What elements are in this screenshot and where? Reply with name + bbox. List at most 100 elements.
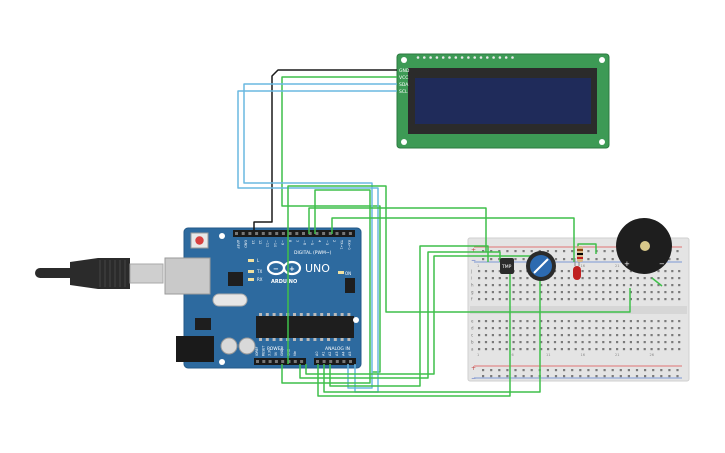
breadboard-hole bbox=[526, 320, 529, 323]
breadboard-hole bbox=[643, 298, 646, 301]
rail-minus-label: − bbox=[471, 375, 476, 382]
digital-pin-label: TX→1 bbox=[340, 239, 344, 249]
rail-hole bbox=[498, 250, 501, 253]
breadboard-hole bbox=[643, 291, 646, 294]
rail-hole bbox=[652, 369, 655, 372]
breadboard-hole bbox=[629, 284, 632, 287]
digital-pin-label: 2 bbox=[332, 240, 336, 242]
rail-hole bbox=[506, 375, 509, 378]
lcd-header-pins bbox=[416, 56, 514, 59]
rail-hole bbox=[490, 258, 493, 261]
breadboard-hole bbox=[581, 270, 584, 273]
lcd-header-pin bbox=[467, 56, 470, 59]
breadboard-hole bbox=[650, 284, 653, 287]
breadboard-hole bbox=[602, 327, 605, 330]
rail-hole bbox=[563, 369, 566, 372]
digital-pin-label: ~3 bbox=[325, 240, 329, 245]
chip-pin bbox=[327, 313, 330, 316]
arduino-uno-board[interactable]: − + UNO ARDUINO DIGITAL (PWM~) ANALOG IN… bbox=[164, 227, 362, 369]
breadboard-hole bbox=[505, 320, 508, 323]
lcd-module[interactable]: GND VCC SDA SCL bbox=[396, 53, 610, 149]
breadboard-hole bbox=[505, 277, 508, 280]
wire-d7-green[interactable] bbox=[308, 207, 487, 252]
header-pin bbox=[281, 232, 285, 235]
wire-a2-green[interactable] bbox=[329, 245, 489, 387]
breadboard-hole bbox=[491, 277, 494, 280]
rail-hole bbox=[490, 375, 493, 378]
breadboard-hole bbox=[650, 341, 653, 344]
usb-cable[interactable] bbox=[35, 258, 164, 289]
power-pin-label: IOREF bbox=[255, 346, 259, 356]
breadboard-center-channel bbox=[470, 306, 687, 314]
wire-buzzer-green[interactable] bbox=[651, 277, 663, 287]
analog-header[interactable] bbox=[314, 358, 356, 365]
wire-d3-green[interactable] bbox=[331, 217, 575, 262]
wire-lcd-sda-blue[interactable] bbox=[243, 83, 397, 389]
breadboard-hole bbox=[560, 348, 563, 351]
rail-hole bbox=[563, 250, 566, 253]
breadboard-hole bbox=[595, 277, 598, 280]
breadboard-hole bbox=[609, 298, 612, 301]
resistor[interactable] bbox=[577, 246, 583, 262]
wire-a0-green[interactable] bbox=[317, 268, 511, 397]
chip-pin bbox=[272, 338, 276, 341]
chip-pin bbox=[306, 338, 310, 341]
breadboard-hole bbox=[616, 348, 619, 351]
breadboard-hole bbox=[505, 327, 508, 330]
rail-hole bbox=[579, 369, 582, 372]
header-pin bbox=[268, 360, 272, 363]
lcd-header-pin bbox=[435, 56, 439, 59]
breadboard-hole bbox=[581, 341, 584, 344]
led-tx bbox=[248, 270, 254, 273]
chip-pin bbox=[320, 313, 324, 316]
capacitor bbox=[238, 337, 256, 355]
breadboard-hole bbox=[671, 334, 674, 337]
wire-lcd-gnd-black[interactable] bbox=[253, 69, 397, 232]
temperature-sensor[interactable]: TMP bbox=[500, 258, 514, 274]
power-header[interactable] bbox=[254, 358, 306, 365]
breadboard-hole bbox=[540, 284, 543, 287]
column-number: 6 bbox=[512, 353, 514, 357]
row-letter: i bbox=[471, 276, 472, 281]
small-chip bbox=[228, 272, 243, 286]
breadboard-hole bbox=[616, 334, 619, 337]
breadboard-hole bbox=[636, 320, 639, 323]
rail-hole bbox=[571, 250, 574, 253]
breadboard-hole bbox=[512, 277, 515, 280]
wire-gnd-green[interactable] bbox=[281, 189, 371, 384]
row-letter: c bbox=[471, 333, 473, 338]
wire-a3-green[interactable] bbox=[299, 251, 501, 379]
breadboard-hole bbox=[547, 291, 550, 294]
lcd-header-pin bbox=[460, 56, 464, 59]
piezo-buzzer[interactable]: + − bbox=[616, 218, 672, 274]
chip-pin bbox=[265, 338, 269, 341]
header-pin bbox=[235, 232, 238, 235]
arduino-logo: − + bbox=[266, 260, 302, 276]
breadboard-hole bbox=[484, 341, 488, 344]
breadboard-hole bbox=[671, 320, 674, 323]
wire-5v-green[interactable] bbox=[287, 185, 631, 364]
rail-minus-label: − bbox=[471, 257, 476, 264]
breadboard-hole bbox=[553, 348, 557, 351]
breadboard-hole bbox=[560, 327, 563, 330]
breadboard-hole bbox=[671, 284, 674, 287]
breadboard-hole bbox=[657, 348, 660, 351]
digital-header[interactable] bbox=[233, 230, 355, 237]
power-jack bbox=[176, 336, 214, 362]
rail-hole bbox=[668, 375, 671, 378]
potentiometer[interactable] bbox=[526, 251, 556, 281]
rail-hole bbox=[554, 258, 558, 261]
digital-pin-label: 4 bbox=[317, 240, 321, 242]
header-pin bbox=[349, 360, 352, 363]
rail-hole bbox=[482, 375, 485, 378]
breadboard-hole bbox=[574, 298, 577, 301]
breadboard-hole bbox=[588, 334, 591, 337]
rail-hole bbox=[530, 369, 533, 372]
rail-hole bbox=[530, 250, 533, 253]
digital-pin-label: ~6 bbox=[303, 240, 307, 245]
breadboard-hole bbox=[609, 341, 612, 344]
breadboard-hole bbox=[650, 277, 653, 280]
breadboard-hole bbox=[588, 291, 591, 294]
board-mount-hole bbox=[219, 359, 225, 365]
